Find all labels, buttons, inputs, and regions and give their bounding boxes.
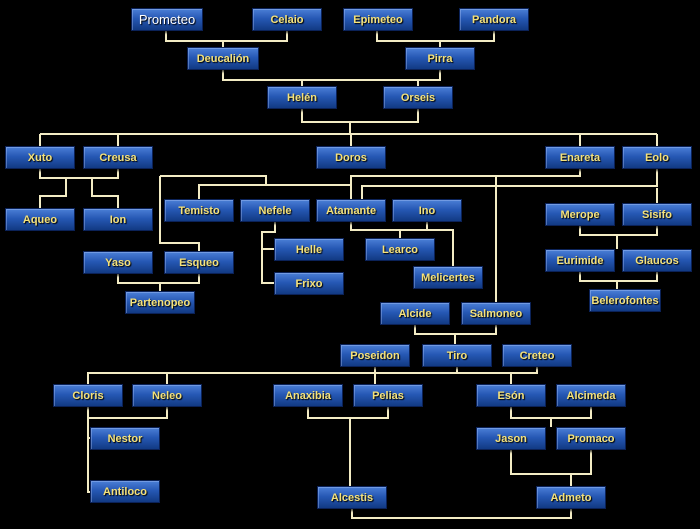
node-ion: Ion — [83, 208, 153, 231]
node-learco: Learco — [365, 238, 435, 261]
node-promaco: Promaco — [556, 427, 626, 450]
node-aqueo: Aqueo — [5, 208, 75, 231]
connector-line — [350, 175, 497, 302]
connector-line — [159, 176, 200, 251]
connector-line — [414, 325, 497, 335]
node-creteo: Creteo — [502, 344, 572, 367]
connector-line — [87, 407, 168, 419]
connector-line — [39, 178, 67, 208]
node-esqueo: Esqueo — [164, 251, 234, 274]
node-cloris: Cloris — [53, 384, 123, 407]
node-ino: Ino — [392, 199, 462, 222]
node-doros: Doros — [316, 146, 386, 169]
node-yaso: Yaso — [83, 251, 153, 274]
connector-line — [117, 274, 200, 284]
node-orseis: Orseis — [383, 86, 453, 109]
node-xuto: Xuto — [5, 146, 75, 169]
node-creusa: Creusa — [83, 146, 153, 169]
node-helen: Helén — [267, 86, 337, 109]
connector-line — [350, 222, 454, 266]
connector-line — [376, 31, 495, 42]
node-sisifo: Sisifo — [622, 203, 692, 226]
connector-line — [579, 226, 658, 236]
node-pelias: Pelias — [353, 384, 423, 407]
node-prometeo: Prometeo — [131, 8, 203, 31]
node-pirra: Pirra — [405, 47, 475, 70]
node-glaucos: Glaucos — [622, 249, 692, 272]
connector-line — [166, 372, 375, 384]
node-partenopeo: Partenopeo — [125, 291, 195, 314]
connector-line — [496, 169, 581, 177]
connector-line — [510, 407, 592, 419]
node-frixo: Frixo — [274, 272, 344, 295]
connector-line — [198, 184, 266, 199]
node-celaio: Celaio — [252, 8, 322, 31]
node-nestor: Nestor — [90, 427, 160, 450]
connector-line — [87, 372, 167, 384]
node-belerofontes: Belerofontes — [589, 289, 661, 312]
connector-line — [91, 178, 119, 208]
node-antiloco: Antiloco — [90, 480, 160, 503]
node-anaxibia: Anaxibia — [273, 384, 343, 407]
node-temisto: Temisto — [164, 199, 234, 222]
node-nefele: Nefele — [240, 199, 310, 222]
node-atamante: Atamante — [316, 199, 386, 222]
connector-line — [165, 31, 288, 42]
connector-line — [87, 418, 90, 493]
node-alcimeda: Alcimeda — [556, 384, 626, 407]
connector-line — [39, 169, 119, 179]
connector-line — [222, 70, 441, 81]
node-eson: Esón — [476, 384, 546, 407]
node-alcestis: Alcestis — [317, 486, 387, 509]
node-admeto: Admeto — [536, 486, 606, 509]
connector-line — [307, 407, 389, 419]
node-jason: Jason — [476, 427, 546, 450]
node-merope: Merope — [545, 203, 615, 226]
connector-line — [361, 169, 658, 199]
node-neleo: Neleo — [132, 384, 202, 407]
node-tiro: Tiro — [422, 344, 492, 367]
connector-line — [261, 222, 276, 284]
connector-line — [351, 509, 572, 519]
node-deucalion: Deucalión — [187, 47, 259, 70]
node-epimeteo: Epimeteo — [343, 8, 413, 31]
node-helle: Helle — [274, 238, 344, 261]
node-pandora: Pandora — [459, 8, 529, 31]
connector-line — [374, 367, 458, 374]
node-eolo: Eolo — [622, 146, 692, 169]
connector-line — [301, 109, 419, 123]
node-alcide: Alcide — [380, 302, 450, 325]
connector-line — [457, 367, 538, 374]
node-poseidon: Poseidon — [340, 344, 410, 367]
connector-line — [160, 175, 352, 199]
node-salmoneo: Salmoneo — [461, 302, 531, 325]
node-melicertes: Melicertes — [413, 266, 483, 289]
connector-line — [579, 272, 658, 282]
connector-line — [510, 450, 592, 475]
node-eurimide: Eurimide — [545, 249, 615, 272]
node-enareta: Enareta — [545, 146, 615, 169]
